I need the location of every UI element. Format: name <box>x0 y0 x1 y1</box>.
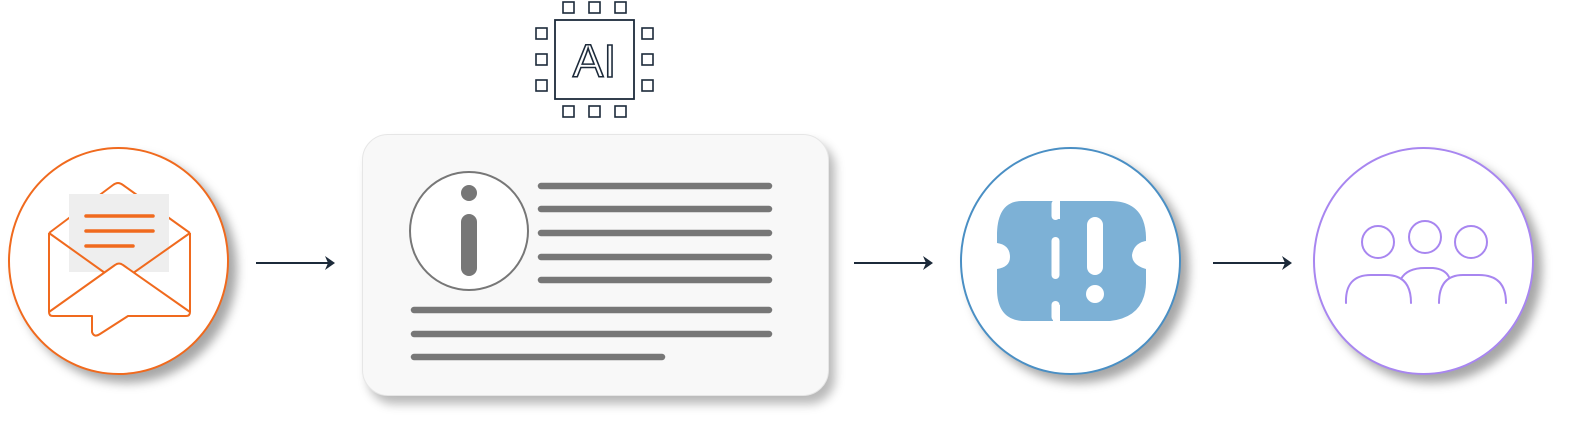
flow-arrow <box>256 256 335 270</box>
email-step-circle <box>8 147 229 375</box>
ticket-step-circle <box>960 147 1181 375</box>
ai-chip: AI <box>530 0 660 122</box>
envelope-letter-icon <box>48 182 191 337</box>
ai-chip-icon: AI <box>535 1 654 118</box>
ai-chip-label: AI <box>573 35 616 87</box>
team-step-circle <box>1313 147 1534 375</box>
alert-ticket-icon <box>997 200 1146 321</box>
info-document-icon <box>409 171 773 361</box>
flow-arrow <box>854 256 933 270</box>
flow-arrow <box>1213 256 1292 270</box>
document-step-card <box>362 134 829 396</box>
team-icon <box>1344 220 1507 304</box>
